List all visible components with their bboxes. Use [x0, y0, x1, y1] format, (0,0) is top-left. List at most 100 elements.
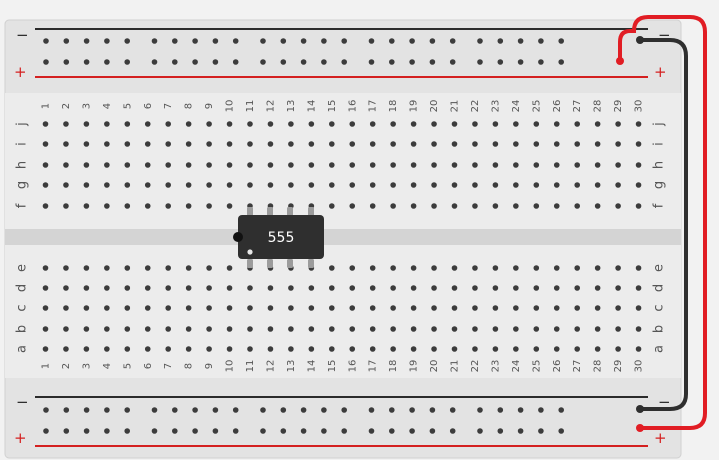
bottom-positive-rail-hole[interactable] — [232, 428, 239, 434]
terminal-hole[interactable] — [144, 305, 151, 311]
terminal-hole[interactable] — [104, 285, 110, 291]
terminal-hole[interactable] — [42, 121, 49, 127]
terminal-hole[interactable] — [635, 182, 642, 188]
terminal-hole[interactable] — [574, 141, 580, 147]
terminal-hole[interactable] — [165, 121, 171, 127]
terminal-hole[interactable] — [144, 346, 151, 352]
terminal-hole[interactable] — [185, 285, 192, 291]
terminal-hole[interactable] — [513, 182, 519, 188]
terminal-hole[interactable] — [513, 162, 519, 168]
terminal-hole[interactable] — [349, 346, 356, 352]
terminal-hole[interactable] — [329, 285, 335, 291]
terminal-hole[interactable] — [635, 346, 642, 352]
terminal-hole[interactable] — [574, 326, 580, 332]
terminal-hole[interactable] — [165, 305, 171, 311]
terminal-hole[interactable] — [431, 305, 437, 311]
bottom-positive-rail-hole[interactable] — [497, 428, 504, 434]
terminal-hole[interactable] — [492, 162, 499, 168]
top-positive-rail-hole[interactable] — [151, 59, 158, 65]
terminal-hole[interactable] — [226, 182, 233, 188]
terminal-hole[interactable] — [390, 326, 396, 332]
terminal-hole[interactable] — [615, 141, 621, 147]
terminal-hole[interactable] — [288, 346, 294, 352]
terminal-hole[interactable] — [635, 285, 642, 291]
terminal-hole[interactable] — [144, 121, 151, 127]
terminal-hole[interactable] — [124, 326, 131, 332]
terminal-hole[interactable] — [431, 326, 437, 332]
terminal-hole[interactable] — [329, 305, 335, 311]
terminal-hole[interactable] — [410, 265, 417, 271]
top-negative-rail-hole[interactable] — [517, 38, 524, 44]
terminal-hole[interactable] — [472, 285, 478, 291]
terminal-hole[interactable] — [635, 203, 642, 209]
terminal-hole[interactable] — [63, 346, 69, 352]
terminal-hole[interactable] — [104, 121, 110, 127]
top-negative-rail-hole[interactable] — [429, 38, 436, 44]
terminal-hole[interactable] — [267, 121, 274, 127]
terminal-hole[interactable] — [288, 182, 294, 188]
terminal-hole[interactable] — [594, 265, 601, 271]
terminal-hole[interactable] — [124, 141, 131, 147]
terminal-hole[interactable] — [574, 305, 580, 311]
terminal-hole[interactable] — [42, 305, 49, 311]
bottom-positive-rail-hole[interactable] — [368, 428, 375, 434]
chip-body[interactable] — [238, 215, 324, 259]
bottom-positive-rail-hole[interactable] — [429, 428, 436, 434]
terminal-hole[interactable] — [615, 305, 621, 311]
terminal-hole[interactable] — [492, 203, 499, 209]
top-negative-rail-hole[interactable] — [172, 38, 178, 44]
terminal-hole[interactable] — [83, 326, 90, 332]
terminal-hole[interactable] — [349, 162, 356, 168]
bottom-negative-rail-hole[interactable] — [63, 407, 70, 413]
top-negative-rail-hole[interactable] — [497, 38, 504, 44]
bottom-positive-rail-hole[interactable] — [341, 428, 348, 434]
terminal-hole[interactable] — [185, 141, 192, 147]
terminal-hole[interactable] — [124, 265, 131, 271]
terminal-hole[interactable] — [615, 203, 621, 209]
terminal-hole[interactable] — [451, 326, 458, 332]
terminal-hole[interactable] — [635, 265, 642, 271]
terminal-hole[interactable] — [390, 182, 396, 188]
terminal-hole[interactable] — [42, 265, 49, 271]
terminal-hole[interactable] — [308, 162, 315, 168]
black-wire-end-bottom[interactable] — [636, 405, 644, 413]
terminal-hole[interactable] — [533, 141, 540, 147]
terminal-hole[interactable] — [247, 305, 253, 311]
top-negative-rail-hole[interactable] — [477, 38, 483, 44]
terminal-hole[interactable] — [451, 285, 458, 291]
terminal-hole[interactable] — [594, 182, 601, 188]
terminal-hole[interactable] — [104, 346, 110, 352]
terminal-hole[interactable] — [472, 265, 478, 271]
terminal-hole[interactable] — [451, 203, 458, 209]
terminal-hole[interactable] — [42, 285, 49, 291]
terminal-hole[interactable] — [513, 326, 519, 332]
terminal-hole[interactable] — [206, 141, 212, 147]
bottom-negative-rail-hole[interactable] — [172, 407, 178, 413]
terminal-hole[interactable] — [267, 305, 274, 311]
top-positive-rail-hole[interactable] — [321, 59, 327, 65]
bottom-negative-rail-hole[interactable] — [497, 407, 504, 413]
bottom-positive-rail-hole[interactable] — [389, 428, 395, 434]
terminal-hole[interactable] — [308, 285, 315, 291]
terminal-hole[interactable] — [83, 141, 90, 147]
terminal-hole[interactable] — [206, 182, 212, 188]
terminal-hole[interactable] — [451, 162, 458, 168]
top-positive-rail-hole[interactable] — [232, 59, 239, 65]
terminal-hole[interactable] — [288, 285, 294, 291]
terminal-hole[interactable] — [553, 305, 560, 311]
terminal-hole[interactable] — [349, 121, 356, 127]
bottom-positive-rail-hole[interactable] — [192, 428, 198, 434]
terminal-hole[interactable] — [533, 285, 540, 291]
top-positive-rail-hole[interactable] — [104, 59, 110, 65]
terminal-hole[interactable] — [288, 121, 294, 127]
terminal-hole[interactable] — [42, 162, 49, 168]
terminal-hole[interactable] — [472, 326, 478, 332]
bottom-negative-rail-hole[interactable] — [449, 407, 456, 413]
bottom-negative-rail-hole[interactable] — [538, 407, 544, 413]
terminal-hole[interactable] — [83, 182, 90, 188]
top-positive-rail-hole[interactable] — [497, 59, 504, 65]
terminal-hole[interactable] — [594, 346, 601, 352]
terminal-hole[interactable] — [226, 326, 233, 332]
terminal-hole[interactable] — [410, 121, 417, 127]
terminal-hole[interactable] — [124, 346, 131, 352]
